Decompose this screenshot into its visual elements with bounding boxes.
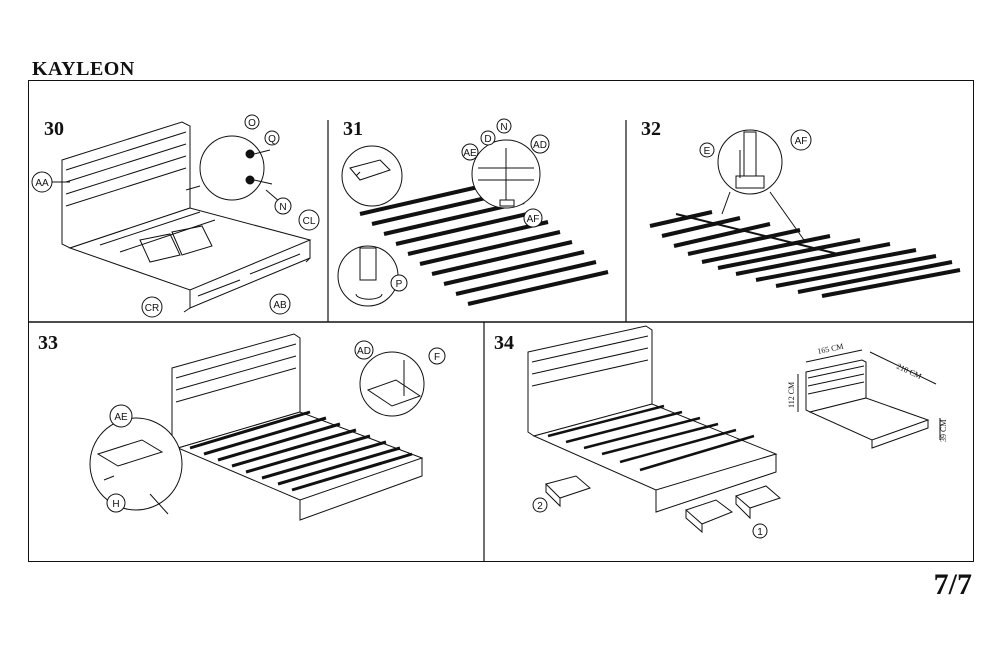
step-32-labels: E AF bbox=[699, 129, 812, 158]
step-31-illustration bbox=[337, 139, 609, 307]
label-N: N bbox=[500, 122, 507, 133]
label-drawer-1: 1 bbox=[757, 527, 763, 538]
dimension-width: 165 CM bbox=[817, 342, 845, 356]
label-CR: CR bbox=[145, 303, 159, 314]
page-number: 7/7 bbox=[933, 568, 972, 601]
step-30-labels: AA O Q N CL CR AB bbox=[31, 114, 320, 318]
instruction-frame bbox=[28, 80, 974, 562]
dimension-height: 112 CM bbox=[787, 382, 796, 408]
label-AF: AF bbox=[795, 136, 808, 147]
step-34-number: 34 bbox=[494, 332, 514, 354]
step-32-number: 32 bbox=[641, 118, 661, 140]
step-30-illustration bbox=[61, 121, 312, 313]
label-H: H bbox=[112, 499, 119, 510]
step-33-number: 33 bbox=[38, 332, 58, 354]
step-30-number: 30 bbox=[44, 118, 64, 140]
document-title: KAYLEON bbox=[32, 58, 135, 80]
label-drawer-2: 2 bbox=[537, 501, 543, 512]
step-33-illustration bbox=[89, 333, 425, 521]
label-Q: Q bbox=[268, 134, 276, 145]
step-31-number: 31 bbox=[343, 118, 363, 140]
label-CL: CL bbox=[303, 216, 316, 227]
step-32-illustration bbox=[649, 129, 961, 298]
step-34-illustration bbox=[527, 325, 941, 534]
step-33-labels: AD F AE H bbox=[106, 340, 446, 513]
label-O: O bbox=[248, 118, 256, 129]
label-AE: AE bbox=[463, 148, 477, 159]
label-AB: AB bbox=[273, 300, 287, 311]
label-AD: AD bbox=[533, 140, 547, 151]
label-D: D bbox=[484, 134, 491, 145]
label-P: P bbox=[396, 279, 403, 290]
step-31-labels: AE D N AD AF P bbox=[390, 118, 550, 292]
label-F: F bbox=[434, 352, 440, 363]
dimension-leg-height: 39 CM bbox=[939, 420, 948, 442]
label-N: N bbox=[279, 202, 286, 213]
label-AE: AE bbox=[114, 412, 128, 423]
label-AD: AD bbox=[357, 346, 371, 357]
label-E: E bbox=[704, 146, 711, 157]
dimension-length: 218 CM bbox=[895, 362, 923, 381]
label-AA: AA bbox=[35, 178, 49, 189]
label-AF: AF bbox=[527, 214, 540, 225]
